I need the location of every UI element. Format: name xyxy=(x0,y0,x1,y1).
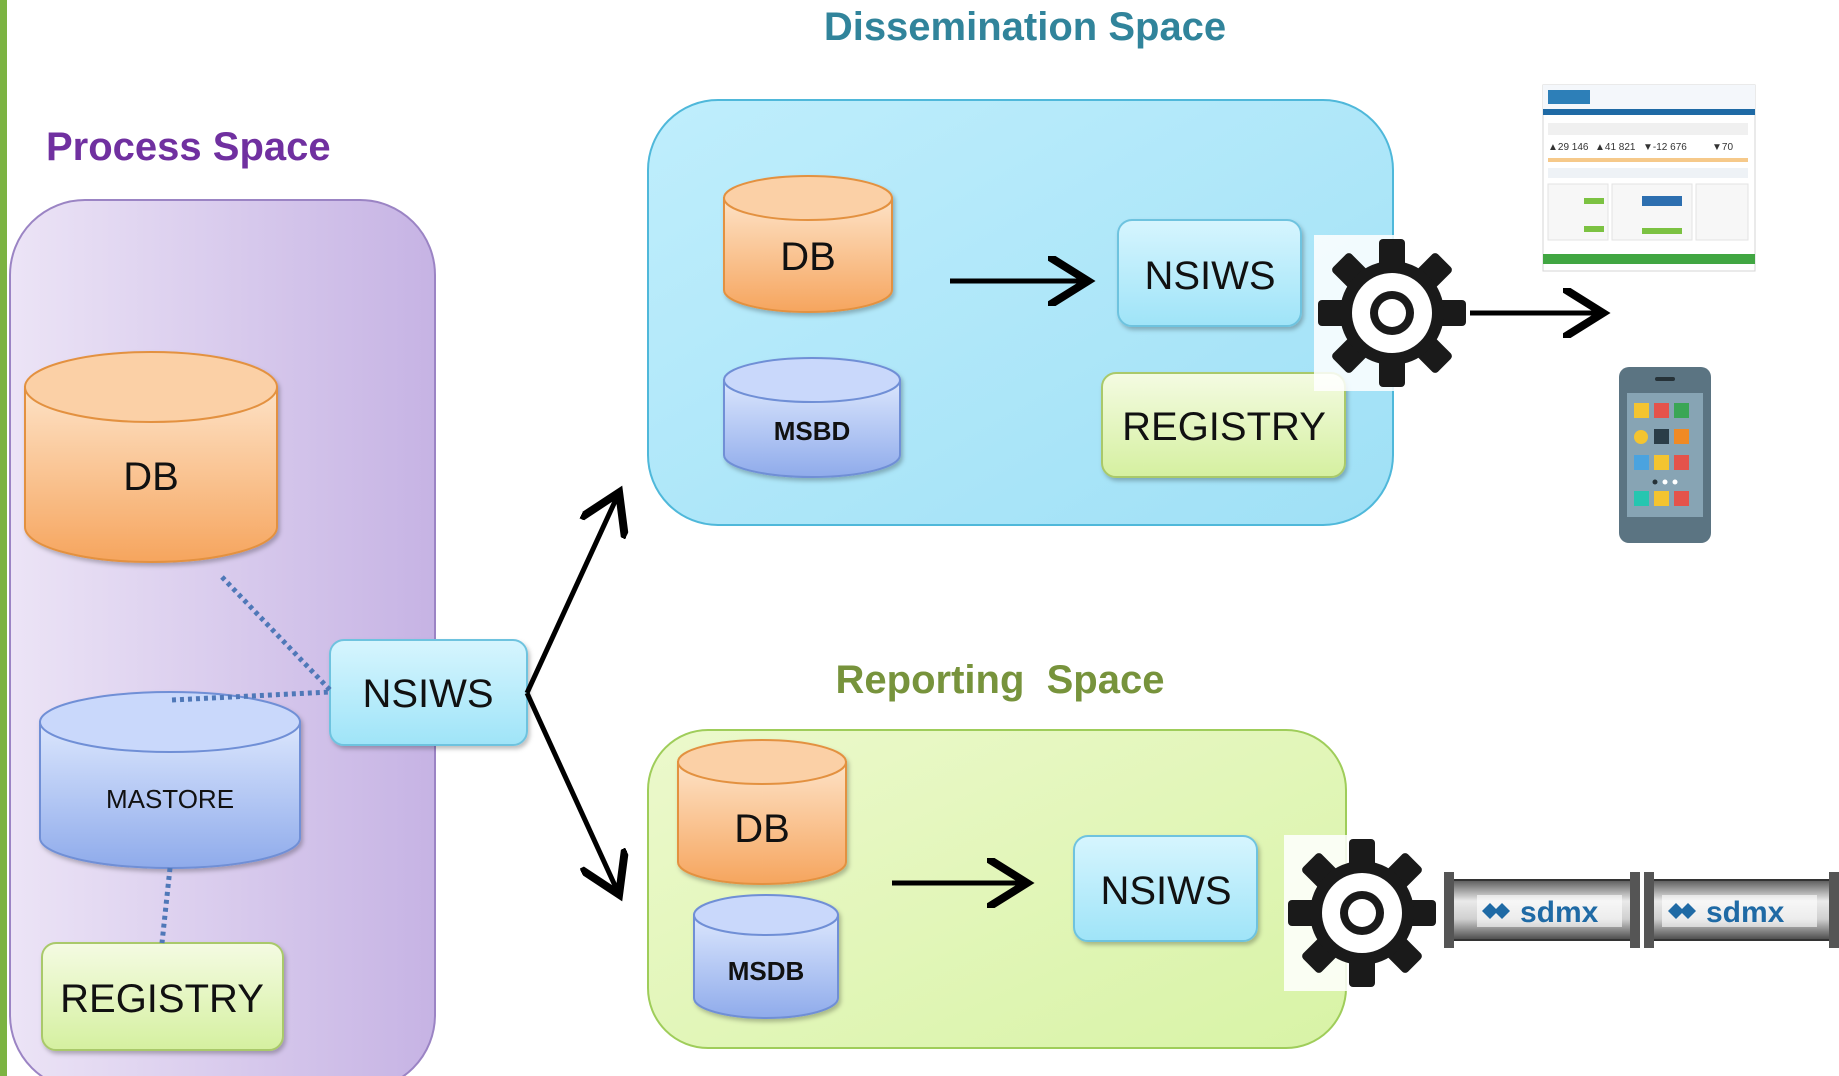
website-stat-3: ▼-12 676 xyxy=(1643,142,1687,153)
msbd-label: MSBD xyxy=(774,416,851,446)
website-screenshot: ▲29 146 ▲41 821 ▼-12 676 ▼70 xyxy=(1542,84,1756,272)
msdb-label: MSDB xyxy=(728,956,805,986)
arrow-to-dissemination xyxy=(524,497,617,695)
header-title: devices xyxy=(85,0,349,13)
reporting-db-label: DB xyxy=(734,807,790,851)
reporting-space-title: Reporting Space xyxy=(836,658,1165,702)
mastore-cylinder xyxy=(39,691,301,869)
reporting-nsiws-label: NSIWS xyxy=(1100,869,1231,913)
process-db-cylinder xyxy=(24,351,278,563)
process-space-title: Process Space xyxy=(46,125,331,169)
dissemination-registry-label: REGISTRY xyxy=(1122,405,1326,449)
msbd-cylinder xyxy=(723,357,901,478)
process-db-label: DB xyxy=(123,455,179,499)
gear-icon xyxy=(1284,835,1440,991)
sdmx-pipe-icon: sdmx xyxy=(1444,872,1640,948)
arrow-to-reporting xyxy=(524,691,617,890)
dissemination-db-cylinder xyxy=(723,175,893,313)
dissemination-registry-box xyxy=(1101,372,1346,478)
website-stat-2: ▲41 821 xyxy=(1595,142,1636,153)
smartphone-icon xyxy=(1619,367,1711,543)
dissemination-nsiws-label: NSIWS xyxy=(1144,254,1275,298)
website-stat-4: ▼70 xyxy=(1712,142,1733,153)
gear-icon xyxy=(1314,235,1470,391)
reporting-db-cylinder xyxy=(677,739,847,885)
sdmx-label-2: sdmx xyxy=(1706,896,1785,929)
dissemination-space-title: Dissemination Space xyxy=(824,5,1226,49)
mastore-label: MASTORE xyxy=(106,784,234,814)
db-nsiws-connector xyxy=(220,575,332,692)
process-registry-label: REGISTRY xyxy=(60,977,264,1021)
dissemination-nsiws-box xyxy=(1117,219,1302,327)
msdb-cylinder xyxy=(693,894,839,1019)
process-nsiws-label: NSIWS xyxy=(362,672,493,716)
sdmx-pipe-icon: sdmx xyxy=(1644,872,1839,948)
website-stat-1: ▲29 146 xyxy=(1548,142,1589,153)
reporting-nsiws-box xyxy=(1073,835,1258,942)
mastore-nsiws-connector xyxy=(171,689,331,703)
dissemination-db-label: DB xyxy=(780,235,836,279)
sdmx-label-1: sdmx xyxy=(1520,896,1599,929)
left-accent-bar xyxy=(0,0,7,1076)
